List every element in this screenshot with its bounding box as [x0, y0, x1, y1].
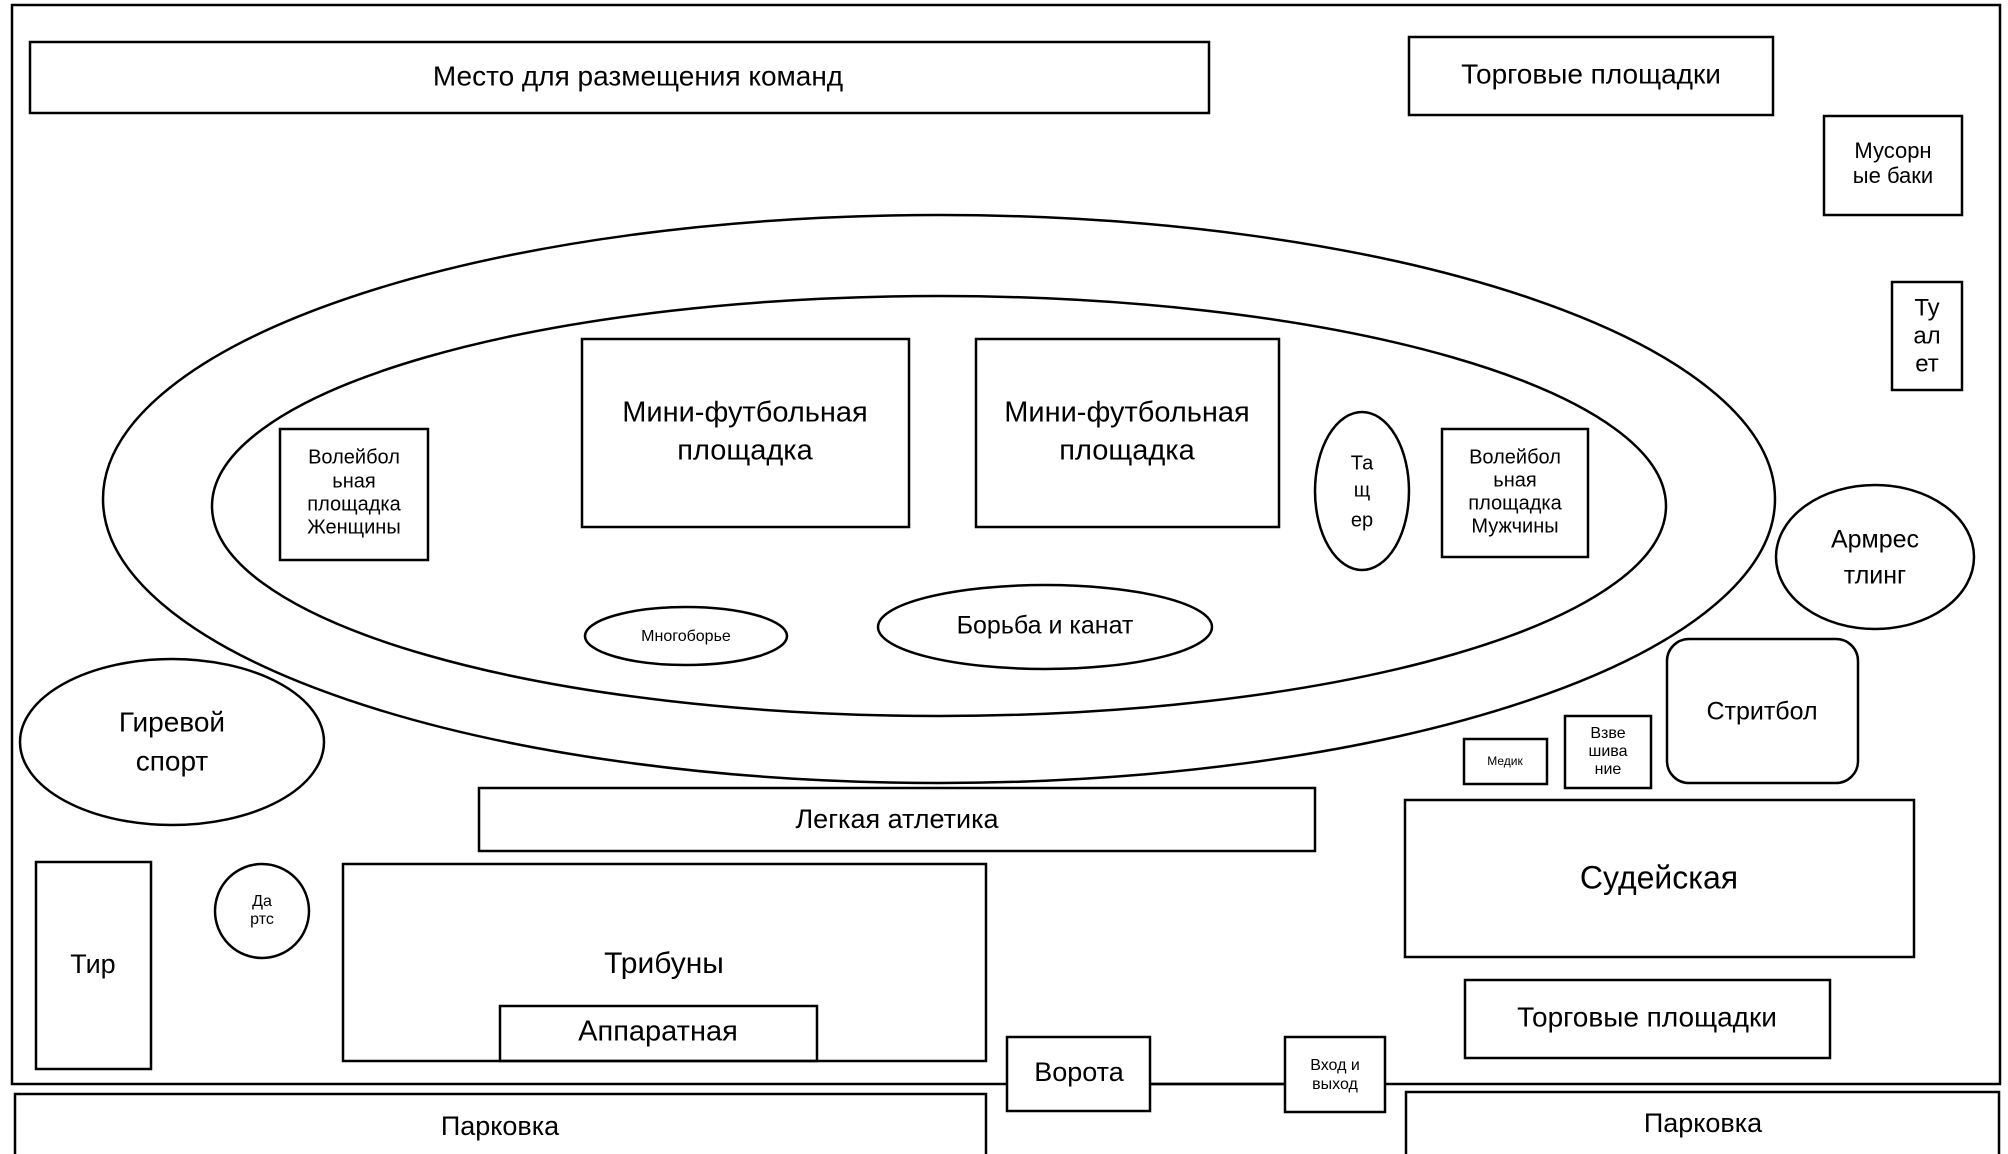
stands-label: Трибуны [604, 947, 724, 980]
darts-line-2: ртс [250, 911, 274, 928]
minifootball-left-line-1: Мини-футбольная [622, 397, 868, 429]
trash-bins-zone: Мусорн ые баки [1822, 114, 1964, 217]
teams-area-zone: Место для размещения команд [28, 40, 1211, 115]
minifootball-right-line-2: площадка [1059, 435, 1195, 467]
volleyball-women-line-4: Женщины [307, 516, 400, 538]
toilet-label-line-2: ал [1913, 322, 1940, 349]
shooting-range-label: Тир [70, 949, 115, 979]
teams-area-label: Место для размещения команд [433, 60, 843, 91]
multisport-label: Многоборье [641, 628, 731, 645]
site-boundary [10, 3, 2002, 1086]
volleyball-women-line-2: ьная [332, 470, 375, 492]
volleyball-men-zone: Волейбол ьная площадка Мужчины [1440, 427, 1590, 559]
streetball-zone: Стритбол [1665, 637, 1860, 785]
gate-label: Ворота [1034, 1057, 1125, 1087]
minifootball-right-line-1: Мини-футбольная [1004, 397, 1250, 429]
darts-line-1: Да [252, 893, 272, 910]
entrance-line-2: выход [1312, 1076, 1358, 1093]
control-room-label: Аппаратная [578, 1016, 738, 1048]
volleyball-men-line-4: Мужчины [1471, 515, 1558, 537]
armwrestling-line-2: тлинг [1844, 562, 1906, 590]
wrestling-rope-label: Борьба и канат [957, 612, 1134, 640]
tug-label-line-2: щ [1354, 479, 1370, 501]
trade-bottom-label: Торговые площадки [1517, 1001, 1777, 1032]
gate-zone: Ворота [1005, 1035, 1152, 1113]
minifootball-right-zone: Мини-футбольная площадка [974, 337, 1281, 529]
volleyball-women-line-1: Волейбол [308, 446, 400, 468]
toilet-label-line-3: ет [1915, 350, 1939, 377]
volleyball-women-line-3: площадка [307, 493, 401, 515]
kettlebell-line-2: спорт [136, 745, 209, 776]
parking-right-label: Парковка [1644, 1108, 1763, 1138]
judges-label: Судейская [1580, 859, 1738, 895]
weighing-zone: Взве шива ние [1563, 714, 1653, 790]
trash-label-line-2: ые баки [1853, 163, 1933, 188]
trade-area-bottom: Торговые площадки [1463, 978, 1832, 1060]
armwrestling-zone: Армрес тлинг [1774, 483, 1976, 631]
trash-label-line-1: Мусорн [1854, 138, 1931, 163]
armwrestling-line-1: Армрес [1831, 526, 1919, 554]
trade-top-label: Торговые площадки [1461, 58, 1721, 89]
weighing-line-2: шива [1589, 743, 1628, 760]
athletics-zone: Легкая атлетика [477, 786, 1317, 853]
weighing-line-3: ние [1595, 761, 1622, 778]
weighing-line-1: Взве [1590, 725, 1625, 742]
control-room-zone: Аппаратная [498, 1004, 819, 1063]
outer-track-ellipse [101, 213, 1777, 785]
entrance-exit-zone: Вход и выход [1283, 1035, 1387, 1114]
streetball-label: Стритбол [1706, 698, 1817, 726]
shooting-range-zone: Тир [34, 860, 153, 1071]
minifootball-left-line-2: площадка [677, 435, 813, 467]
minifootball-left-zone: Мини-футбольная площадка [580, 337, 911, 529]
tug-label-line-3: ер [1351, 509, 1373, 531]
kettlebell-zone: Гиревой спорт [18, 657, 326, 827]
volleyball-women-zone: Волейбол ьная площадка Женщины [278, 427, 430, 562]
tug-label-line-1: Та [1351, 452, 1374, 474]
multisport-zone: Многоборье [583, 605, 789, 667]
athletics-label: Легкая атлетика [795, 804, 999, 834]
darts-zone: Да ртс [213, 862, 311, 960]
volleyball-men-line-2: ьная [1493, 469, 1536, 491]
inner-field-ellipse [210, 294, 1668, 718]
parking-left-label: Парковка [441, 1111, 560, 1141]
tug-zone: Та щ ер [1313, 410, 1411, 572]
trade-area-top: Торговые площадки [1407, 35, 1775, 117]
entrance-line-1: Вход и [1310, 1057, 1360, 1074]
volleyball-men-line-3: площадка [1468, 492, 1562, 514]
toilet-zone: Ту ал ет [1890, 280, 1964, 392]
kettlebell-line-1: Гиревой [119, 706, 225, 737]
medic-label: Медик [1487, 754, 1523, 768]
parking-right-zone: Парковка [1404, 1090, 2001, 1154]
toilet-label-line-1: Ту [1914, 294, 1939, 321]
volleyball-men-line-1: Волейбол [1469, 446, 1561, 468]
judges-zone: Судейская [1403, 798, 1916, 959]
parking-left-zone: Парковка [13, 1092, 988, 1154]
medic-zone: Медик [1462, 737, 1549, 786]
wrestling-rope-zone: Борьба и канат [876, 583, 1214, 671]
